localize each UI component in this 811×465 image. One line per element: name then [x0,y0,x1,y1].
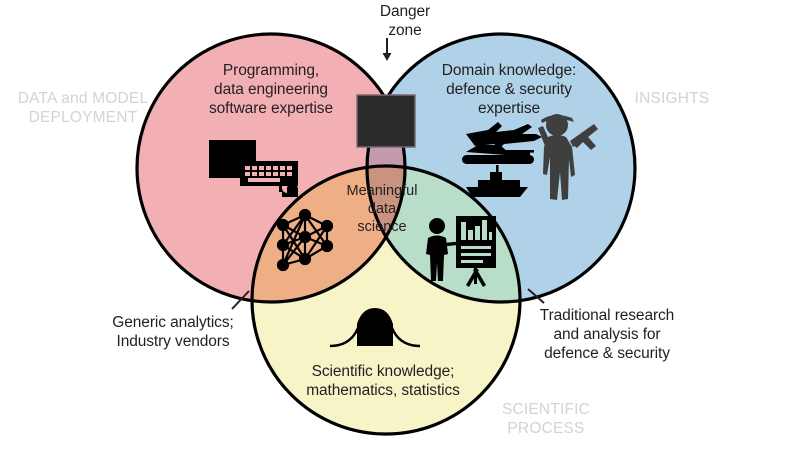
warship-icon [466,165,528,197]
traditional-research-leader-line [527,288,545,304]
label-generic-analytics: Generic analytics; Industry vendors [112,314,234,350]
generic-analytics-leader-line [231,290,250,310]
neural-network-icon [276,208,334,272]
presenter-chart-icon [426,216,496,287]
label-scientific-knowledge: Scientific knowledge; mathematics, stati… [306,363,460,399]
label-traditional-research: Traditional research and analysis for de… [539,307,675,362]
fighter-jet-icon [466,122,542,151]
label-meaningful-data-science: Meaningful data science [346,183,418,235]
bell-curve-icon [329,308,421,348]
redacted-square-icon [356,94,416,148]
label-danger-zone: Danger zone [379,3,431,39]
monitor-keyboard-hand-icon [209,140,298,197]
category-data-model-deployment: DATA and MODEL DEPLOYMENT [17,90,149,126]
circle-scientific-outline [250,164,522,436]
danger-zone-arrow [382,38,392,61]
label-domain-knowledge: Domain knowledge: defence & security exp… [441,62,577,117]
label-programming-expertise: Programming, data engineering software e… [209,62,333,117]
category-insights: INSIGHTS [634,90,710,107]
tank-icon [462,145,534,164]
soldier-icon [538,114,598,200]
category-scientific-process: SCIENTIFIC PROCESS [501,401,591,437]
